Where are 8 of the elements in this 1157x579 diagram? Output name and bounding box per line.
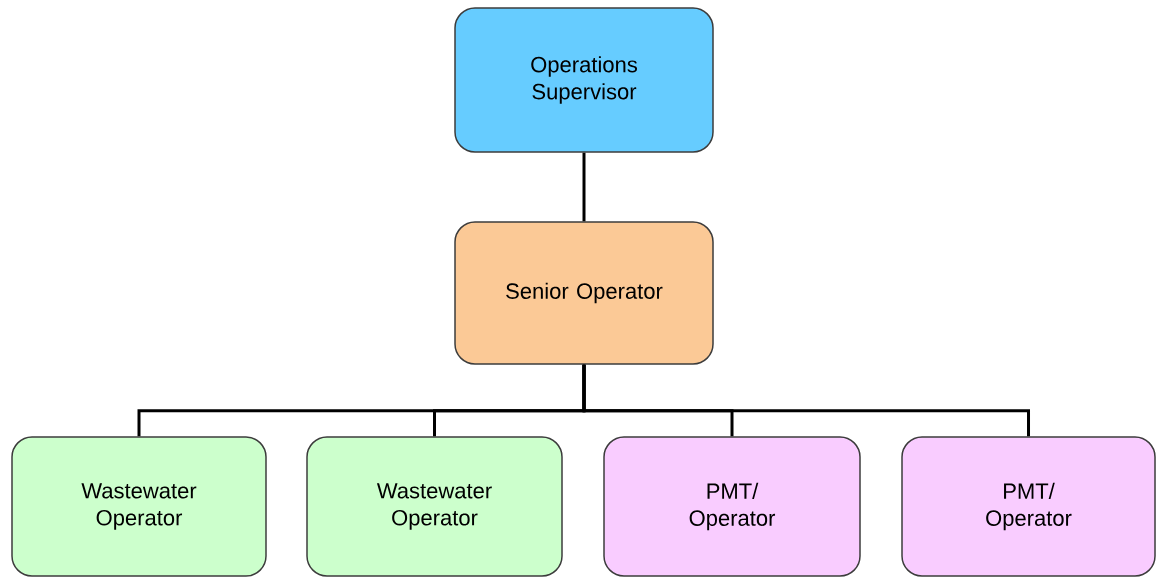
org-box: PMT/ Operator bbox=[603, 436, 861, 577]
org-box: Senior Operator bbox=[454, 221, 714, 365]
connector-line bbox=[582, 152, 586, 222]
org-box: Wastewater Operator bbox=[11, 436, 267, 577]
org-box: Wastewater Operator bbox=[306, 436, 563, 577]
connector-line bbox=[582, 364, 1030, 437]
org-box: Operations Supervisor bbox=[454, 7, 714, 153]
org-box: PMT/ Operator bbox=[901, 436, 1156, 577]
